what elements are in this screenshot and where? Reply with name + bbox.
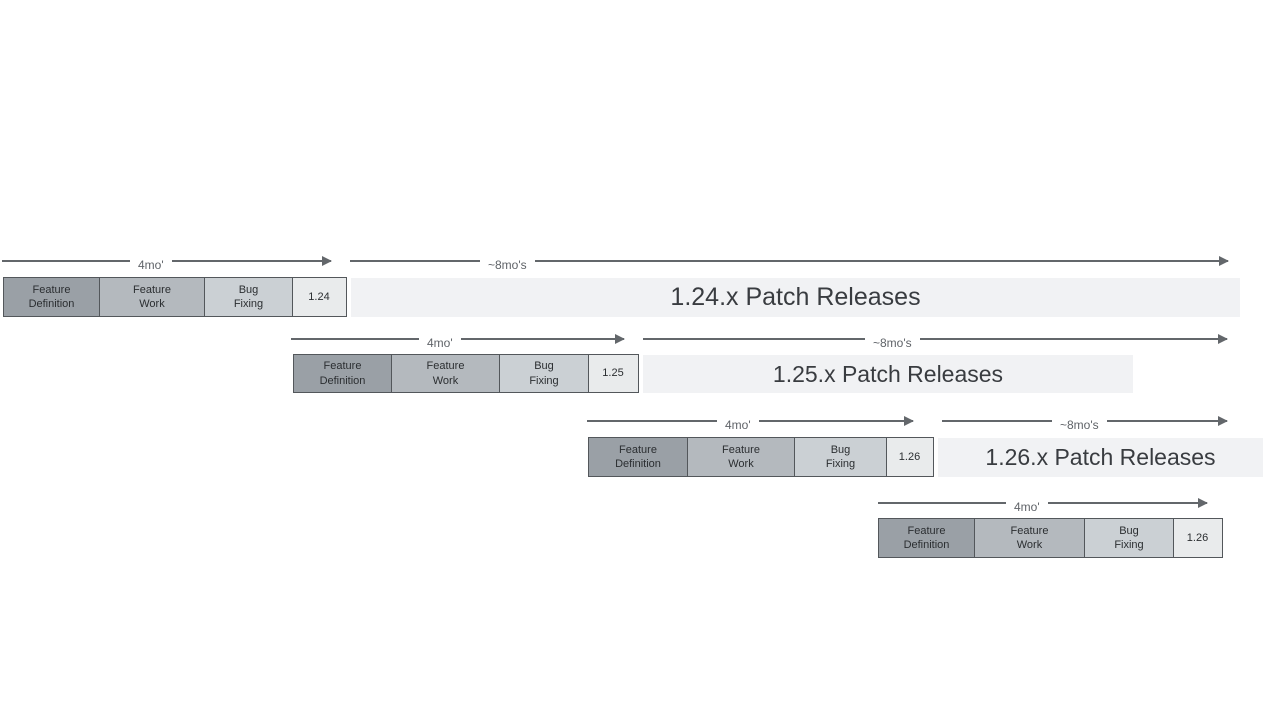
arrow-line [587,420,717,422]
version-box: 1.26 [885,437,934,477]
patch-duration-arrow-1-25: ~8mo's [643,331,1228,350]
version-box: 1.24 [291,277,347,317]
phase-box-feature-definition: Feature Definition [3,277,100,317]
patch-duration-arrow-1-24: ~8mo's [350,253,1229,272]
arrow-line [919,334,1228,344]
arrow-line [291,338,419,340]
dev-duration-label: 4mo' [1014,500,1040,514]
patch-releases-bar-1-26: 1.26.x Patch Releases [938,438,1263,477]
arrow-line [350,260,480,262]
patch-releases-label: 1.24.x Patch Releases [670,283,921,311]
arrow-line [643,338,865,340]
patch-duration-arrow-1-26: ~8mo's [942,413,1228,432]
arrow-line [758,416,914,426]
dev-duration-arrow-1-26: 4mo' [587,413,914,432]
arrowhead-icon [1218,334,1228,344]
arrow-line [878,502,1006,504]
phase-box-feature-work: Feature Work [686,437,796,477]
dev-duration-arrow-next: 4mo' [878,495,1208,514]
dev-duration-arrow-1-25: 4mo' [291,331,625,350]
phase-box-bug-fixing: Bug Fixing [1084,518,1174,558]
arrow-line [171,256,332,266]
release-cycle-1-24: Feature Definition Feature Work Bug Fixi… [3,277,347,317]
arrowhead-icon [904,416,914,426]
patch-duration-label: ~8mo's [1060,418,1099,432]
patch-releases-label: 1.26.x Patch Releases [985,444,1216,470]
dev-duration-label: 4mo' [427,336,453,350]
release-cycle-next: Feature Definition Feature Work Bug Fixi… [878,518,1223,558]
phase-box-feature-work: Feature Work [98,277,206,317]
dev-duration-label: 4mo' [138,258,164,272]
version-box: 1.25 [587,354,639,393]
release-cycle-1-25: Feature Definition Feature Work Bug Fixi… [293,354,639,393]
arrowhead-icon [1219,256,1229,266]
phase-box-feature-definition: Feature Definition [293,354,392,393]
phase-box-bug-fixing: Bug Fixing [499,354,589,393]
phase-box-feature-work: Feature Work [973,518,1086,558]
patch-duration-label: ~8mo's [873,336,912,350]
arrowhead-icon [1198,498,1208,508]
patch-releases-bar-1-24: 1.24.x Patch Releases [351,278,1240,317]
patch-releases-bar-1-25: 1.25.x Patch Releases [643,355,1133,393]
dev-duration-label: 4mo' [725,418,751,432]
patch-releases-label: 1.25.x Patch Releases [772,360,1004,387]
version-box: 1.26 [1172,518,1223,558]
arrow-line [1047,498,1208,508]
arrow-line [460,334,625,344]
phase-box-bug-fixing: Bug Fixing [794,437,887,477]
phase-box-feature-work: Feature Work [390,354,501,393]
arrow-line [942,420,1052,422]
arrowhead-icon [615,334,625,344]
arrow-line [2,260,130,262]
arrowhead-icon [322,256,332,266]
patch-duration-label: ~8mo's [488,258,527,272]
phase-box-feature-definition: Feature Definition [588,437,688,477]
arrowhead-icon [1218,416,1228,426]
phase-box-feature-definition: Feature Definition [878,518,975,558]
release-cycle-1-26: Feature Definition Feature Work Bug Fixi… [588,437,934,477]
phase-box-bug-fixing: Bug Fixing [204,277,293,317]
arrow-line [1106,416,1228,426]
dev-duration-arrow-1-24: 4mo' [2,253,332,272]
arrow-line [534,256,1229,266]
